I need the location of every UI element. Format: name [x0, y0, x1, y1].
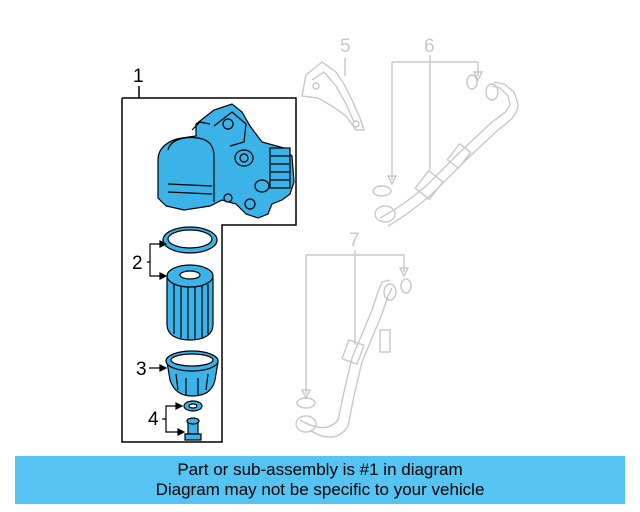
caption-line-1: Part or sub-assembly is #1 in diagram	[177, 460, 463, 479]
leader-lines	[147, 240, 186, 436]
drain-plug	[184, 417, 202, 441]
caption-bar: Part or sub-assembly is #1 in diagram Di…	[15, 456, 625, 504]
parts-diagram: 1 2 3 4 5 6 7	[121, 36, 519, 443]
oil-line-part-6	[372, 55, 519, 227]
filter-cap	[165, 350, 219, 397]
filter-gasket	[162, 226, 218, 254]
drain-washer	[183, 400, 203, 412]
ghost-parts	[295, 55, 519, 438]
filter-element	[166, 264, 214, 341]
assembly-frame	[121, 86, 297, 443]
callout-6: 6	[424, 36, 435, 57]
callout-7: 7	[349, 230, 360, 251]
callout-1: 1	[133, 66, 144, 87]
callout-5: 5	[340, 36, 351, 57]
callout-3: 3	[136, 359, 147, 380]
oil-line-part-7	[295, 250, 412, 438]
caption-line-2: Diagram may not be specific to your vehi…	[155, 480, 485, 499]
oil-filter-housing	[157, 103, 295, 219]
callout-4: 4	[148, 409, 159, 430]
bracket-part-5	[301, 58, 365, 131]
callout-2: 2	[132, 253, 143, 274]
